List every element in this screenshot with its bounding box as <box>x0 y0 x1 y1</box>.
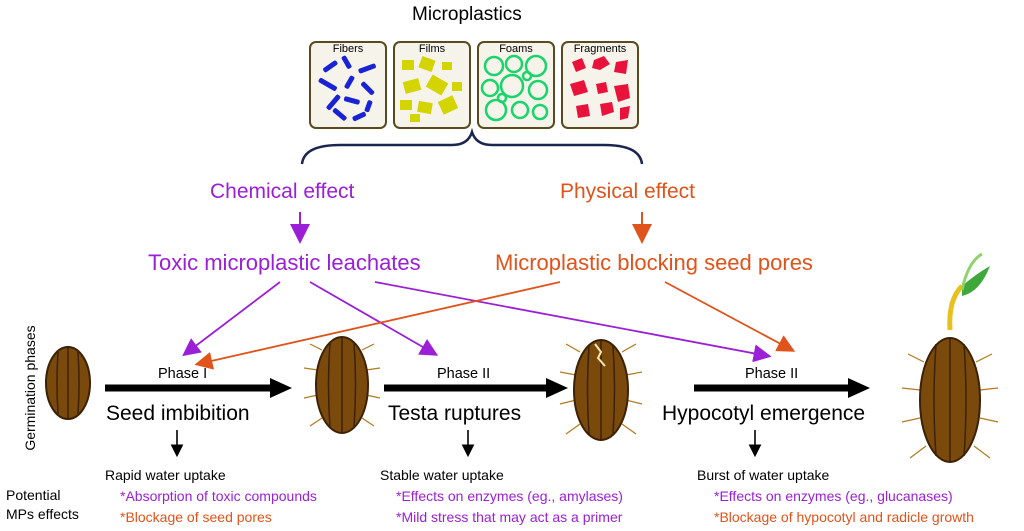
type-label-fragments: Fragments <box>573 43 627 55</box>
germination-phases-label: Germination phases <box>22 325 38 451</box>
type-label-foams: Foams <box>499 43 533 55</box>
phase-3-uptake: Burst of water uptake <box>697 467 830 483</box>
seed-ruptured <box>559 339 643 441</box>
phase-2-stage: Testa ruptures <box>388 402 522 425</box>
seed-dry <box>45 346 91 420</box>
phase-1-physical-effect: *Blockage of seed pores <box>120 509 272 525</box>
toxic-leachates-label: Toxic microplastic leachates <box>148 250 421 275</box>
phase-2-stress-effect: *Mild stress that may act as a primer <box>396 509 623 525</box>
phase-3-physical-effect: *Blockage of hypocotyl and radicle growt… <box>714 509 974 525</box>
phase-1-uptake: Rapid water uptake <box>105 467 226 483</box>
type-label-films: Films <box>418 43 446 55</box>
physical-effect-label: Physical effect <box>560 180 696 203</box>
phase-1-stage: Seed imbibition <box>106 402 250 425</box>
potential-effects-label: Potential MPs effects <box>6 487 79 522</box>
blocking-pores-label: Microplastic blocking seed pores <box>495 250 813 275</box>
seed-emerged <box>901 252 999 463</box>
seed-imbibed <box>303 336 381 434</box>
diagram-title: Microplastics <box>412 4 522 25</box>
phase-1-label: Phase I <box>158 366 208 382</box>
card-fibers <box>309 41 387 129</box>
phase-3-label: Phase II <box>745 366 799 382</box>
card-films <box>393 41 471 129</box>
phase-2-chemical-effect: *Effects on enzymes (eg., amylases) <box>396 488 623 504</box>
grouping-brace <box>300 127 644 165</box>
phase-1-chemical-effect: *Absorption of toxic compounds <box>120 488 317 504</box>
chemical-effect-label: Chemical effect <box>210 180 355 203</box>
phase-2-label: Phase II <box>437 366 491 382</box>
phase-2-uptake: Stable water uptake <box>380 467 504 483</box>
phase-3-chemical-effect: *Effects on enzymes (eg., glucanases) <box>714 488 953 504</box>
type-label-fibers: Fibers <box>332 43 364 55</box>
phase-3-stage: Hypocotyl emergence <box>662 402 866 425</box>
card-fragments <box>561 41 639 129</box>
card-foams <box>477 41 555 129</box>
